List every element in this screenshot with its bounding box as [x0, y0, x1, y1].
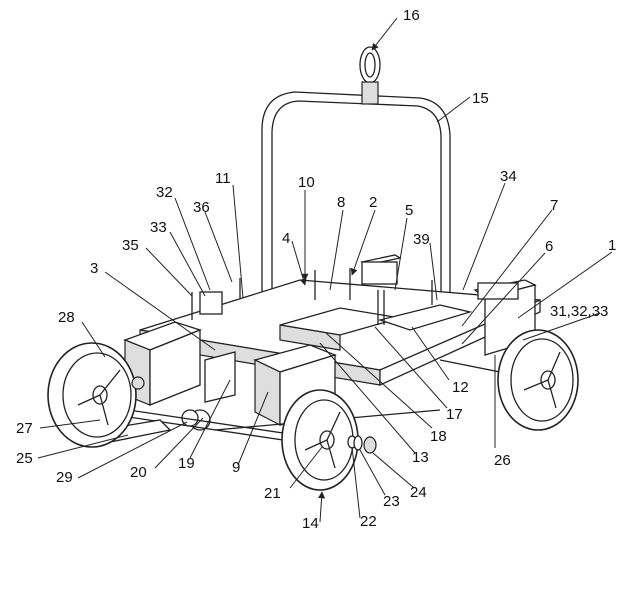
callout-19: 19: [178, 455, 195, 472]
callout-14: 14: [302, 515, 319, 532]
callout-5: 5: [405, 202, 413, 219]
callout-11: 11: [215, 170, 231, 187]
callout-20: 20: [130, 464, 147, 481]
callout-1: 1: [608, 237, 616, 254]
callout-36: 36: [193, 199, 210, 216]
callout-32: 32: [156, 184, 173, 201]
callout-34: 34: [500, 168, 517, 185]
leader-lines: [37, 17, 613, 523]
callout-27: 27: [16, 420, 33, 437]
callout-13: 13: [412, 449, 429, 466]
wheel-front-right: [497, 329, 579, 431]
callout-8: 8: [337, 194, 345, 211]
callout-18: 18: [430, 428, 447, 445]
callout-29: 29: [56, 469, 73, 486]
callout-39: 39: [413, 231, 430, 248]
callout-16: 16: [403, 7, 420, 24]
callout-7: 7: [550, 197, 558, 214]
cart-platform: [123, 254, 541, 431]
callout-2: 2: [369, 194, 377, 211]
callout-21: 21: [264, 485, 281, 502]
callout-15: 15: [472, 90, 489, 107]
callout-23: 23: [383, 493, 400, 510]
wheel-rear-left: [47, 342, 145, 448]
callout-17: 17: [446, 406, 463, 423]
callout-33: 33: [150, 219, 167, 236]
callout-35: 35: [122, 237, 139, 254]
callout-9: 9: [232, 459, 240, 476]
wheel-front-center: [281, 389, 377, 491]
callout-3: 3: [90, 260, 98, 277]
callout-24: 24: [410, 484, 427, 501]
handle-frame: [261, 46, 451, 300]
callout-12: 12: [452, 379, 469, 396]
callout-22: 22: [360, 513, 377, 530]
callout-31-32-33: 31,32,33: [550, 303, 608, 320]
callout-6: 6: [545, 238, 553, 255]
callout-10: 10: [298, 174, 315, 191]
callout-25: 25: [16, 450, 33, 467]
callout-4: 4: [282, 230, 290, 247]
callout-labels: 16 15 34 7 6 1 31,32,33 39 5 2 8 10 11 3…: [16, 7, 616, 532]
callout-28: 28: [58, 309, 75, 326]
callout-26: 26: [494, 452, 511, 469]
